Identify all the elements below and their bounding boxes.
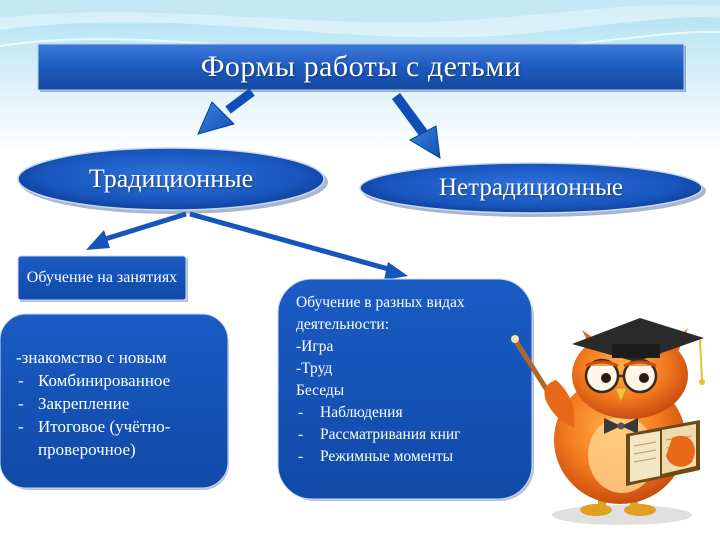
list-item: -Игра xyxy=(296,338,334,355)
classes-intro: -знакомство с новым xyxy=(16,348,167,367)
classes-box-text: -знакомство с новым Комбинированное Закр… xyxy=(16,346,226,461)
oval-traditional xyxy=(17,147,328,214)
arrow-to-activities xyxy=(189,211,408,280)
list-item: Итоговое (учётно-проверочное) xyxy=(16,415,226,461)
list-item: Закрепление xyxy=(16,392,226,415)
list-item: Беседы xyxy=(296,382,345,399)
list-item: Рассматривания книг xyxy=(296,424,526,446)
page-title: Формы работы с детьми xyxy=(200,50,522,83)
activities-heading: Обучение в разных видах деятельности: xyxy=(296,294,465,333)
oval-nontraditional xyxy=(359,162,706,217)
activities-box-text: Обучение в разных видах деятельности: -И… xyxy=(296,292,526,468)
list-item: Комбинированное xyxy=(16,369,226,392)
title-box xyxy=(37,43,686,92)
list-item: Наблюдения xyxy=(296,402,526,424)
arrow-to-classes xyxy=(86,211,187,250)
arrow-to-traditional xyxy=(197,88,255,135)
classes-list: Комбинированное Закрепление Итоговое (уч… xyxy=(16,369,226,461)
list-item: Режимные моменты xyxy=(296,446,526,468)
arrow-to-nontraditional xyxy=(391,93,441,159)
classes-label: Обучение на занятиях xyxy=(26,269,178,286)
classes-label-box xyxy=(17,255,188,302)
nontraditional-label: Нетрадиционные xyxy=(439,174,623,201)
list-item: -Труд xyxy=(296,360,333,377)
owl-professor-icon xyxy=(511,318,705,525)
traditional-label: Традиционные xyxy=(88,164,254,193)
activities-list: Наблюдения Рассматривания книг Режимные … xyxy=(296,402,526,468)
